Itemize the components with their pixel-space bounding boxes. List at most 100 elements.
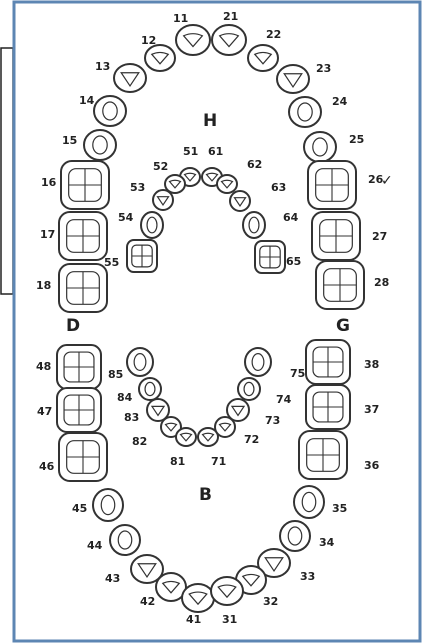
letter-lower: B <box>199 485 212 505</box>
tooth-label-54: 54 <box>118 211 134 224</box>
tooth-64[interactable]: 64 <box>243 211 299 238</box>
tooth-24[interactable]: 24 <box>289 95 348 127</box>
tooth-label-33: 33 <box>300 570 315 583</box>
tooth-26[interactable]: 26 <box>308 161 384 209</box>
tooth-label-23: 23 <box>316 62 331 75</box>
tooth-label-22: 22 <box>266 28 281 41</box>
tooth-label-21: 21 <box>223 10 238 23</box>
tooth-label-84: 84 <box>117 391 133 404</box>
tooth-12[interactable]: 12 <box>141 34 175 71</box>
left-side-frame <box>1 48 13 294</box>
tooth-23[interactable]: 23 <box>277 62 331 93</box>
tooth-label-44: 44 <box>87 539 103 552</box>
tooth-crown <box>118 531 132 549</box>
tooth-label-41: 41 <box>186 613 201 626</box>
tooth-52[interactable]: 52 <box>153 160 185 193</box>
tooth-34[interactable]: 34 <box>280 521 335 551</box>
tooth-21[interactable]: 21 <box>212 10 246 55</box>
tooth-label-62: 62 <box>247 158 262 171</box>
tooth-31[interactable]: 31 <box>211 577 243 626</box>
tooth-55[interactable]: 55 <box>104 240 157 272</box>
tooth-label-28: 28 <box>374 276 389 289</box>
tooth-17[interactable]: 17 <box>40 212 107 260</box>
tooth-label-82: 82 <box>132 435 147 448</box>
tooth-crown <box>147 217 157 233</box>
tooth-43[interactable]: 43 <box>105 555 163 585</box>
tooth-37[interactable]: 37 <box>306 385 379 429</box>
tooth-15[interactable]: 15 <box>62 130 116 160</box>
tooth-label-32: 32 <box>263 595 278 608</box>
tooth-85[interactable]: 85 <box>108 348 153 381</box>
tooth-label-63: 63 <box>271 181 286 194</box>
tooth-label-35: 35 <box>332 502 347 515</box>
tooth-label-61: 61 <box>208 145 223 158</box>
tooth-36[interactable]: 36 <box>299 431 380 479</box>
tooth-label-47: 47 <box>37 405 52 418</box>
tooth-label-36: 36 <box>364 459 380 472</box>
tooth-label-11: 11 <box>173 12 188 25</box>
tooth-27[interactable]: 27 <box>312 212 387 260</box>
tooth-crown <box>93 136 107 154</box>
tooth-label-73: 73 <box>265 414 280 427</box>
tooth-label-74: 74 <box>276 393 292 406</box>
tooth-label-37: 37 <box>364 403 379 416</box>
tooth-crown <box>313 138 327 156</box>
tooth-crown <box>134 354 146 371</box>
tooth-label-46: 46 <box>39 460 55 473</box>
tooth-label-18: 18 <box>36 279 51 292</box>
tooth-label-16: 16 <box>41 176 57 189</box>
tooth-38[interactable]: 38 <box>306 340 379 384</box>
tooth-label-72: 72 <box>244 433 259 446</box>
tooth-45[interactable]: 45 <box>72 489 123 521</box>
tooth-label-52: 52 <box>153 160 168 173</box>
tooth-label-24: 24 <box>332 95 348 108</box>
tooth-label-71: 71 <box>211 455 226 468</box>
tooth-25[interactable]: 25 <box>304 132 364 162</box>
tooth-28[interactable]: 28 <box>316 261 389 309</box>
tooth-crown <box>302 492 316 511</box>
tooth-35[interactable]: 35 <box>294 486 347 518</box>
tooth-62[interactable]: 62 <box>217 158 262 193</box>
tooth-13[interactable]: 13 <box>95 60 146 92</box>
tooth-46[interactable]: 46 <box>39 433 107 481</box>
tooth-label-13: 13 <box>95 60 110 73</box>
letter-upper: H <box>203 111 217 131</box>
tooth-label-83: 83 <box>124 411 139 424</box>
tooth-label-64: 64 <box>283 211 299 224</box>
tooth-label-25: 25 <box>349 133 364 146</box>
tooth-75[interactable]: 75 <box>245 348 305 380</box>
tooth-label-51: 51 <box>183 145 198 158</box>
tooth-label-75: 75 <box>290 367 305 380</box>
tooth-63[interactable]: 63 <box>230 181 286 211</box>
tooth-crown <box>249 217 259 233</box>
tooth-crown <box>145 382 155 395</box>
tooth-label-81: 81 <box>170 455 185 468</box>
tooth-65[interactable]: 65 <box>255 241 301 273</box>
tooth-47[interactable]: 47 <box>37 388 101 432</box>
tooth-label-55: 55 <box>104 256 119 269</box>
tooth-14[interactable]: 14 <box>79 94 126 126</box>
tooth-16[interactable]: 16 <box>41 161 109 209</box>
tooth-48[interactable]: 48 <box>36 345 101 389</box>
tooth-54[interactable]: 54 <box>118 211 163 238</box>
tooth-label-31: 31 <box>222 613 237 626</box>
letter-right: G <box>336 316 350 336</box>
tooth-41[interactable]: 41 <box>182 584 214 626</box>
tooth-label-15: 15 <box>62 134 77 147</box>
tooth-label-42: 42 <box>140 595 155 608</box>
tooth-18[interactable]: 18 <box>36 264 107 312</box>
tooth-crown <box>101 495 115 514</box>
tooth-22[interactable]: 22 <box>248 28 281 71</box>
tooth-crown <box>298 103 312 121</box>
tooth-crown <box>244 382 254 395</box>
tooth-label-38: 38 <box>364 358 379 371</box>
tooth-11[interactable]: 11 <box>173 12 210 55</box>
tooth-label-85: 85 <box>108 368 123 381</box>
tooth-crown <box>288 527 302 545</box>
tooth-label-43: 43 <box>105 572 120 585</box>
tooth-44[interactable]: 44 <box>87 525 140 555</box>
tooth-label-12: 12 <box>141 34 156 47</box>
tooth-crown <box>252 354 264 371</box>
tooth-label-17: 17 <box>40 228 55 241</box>
